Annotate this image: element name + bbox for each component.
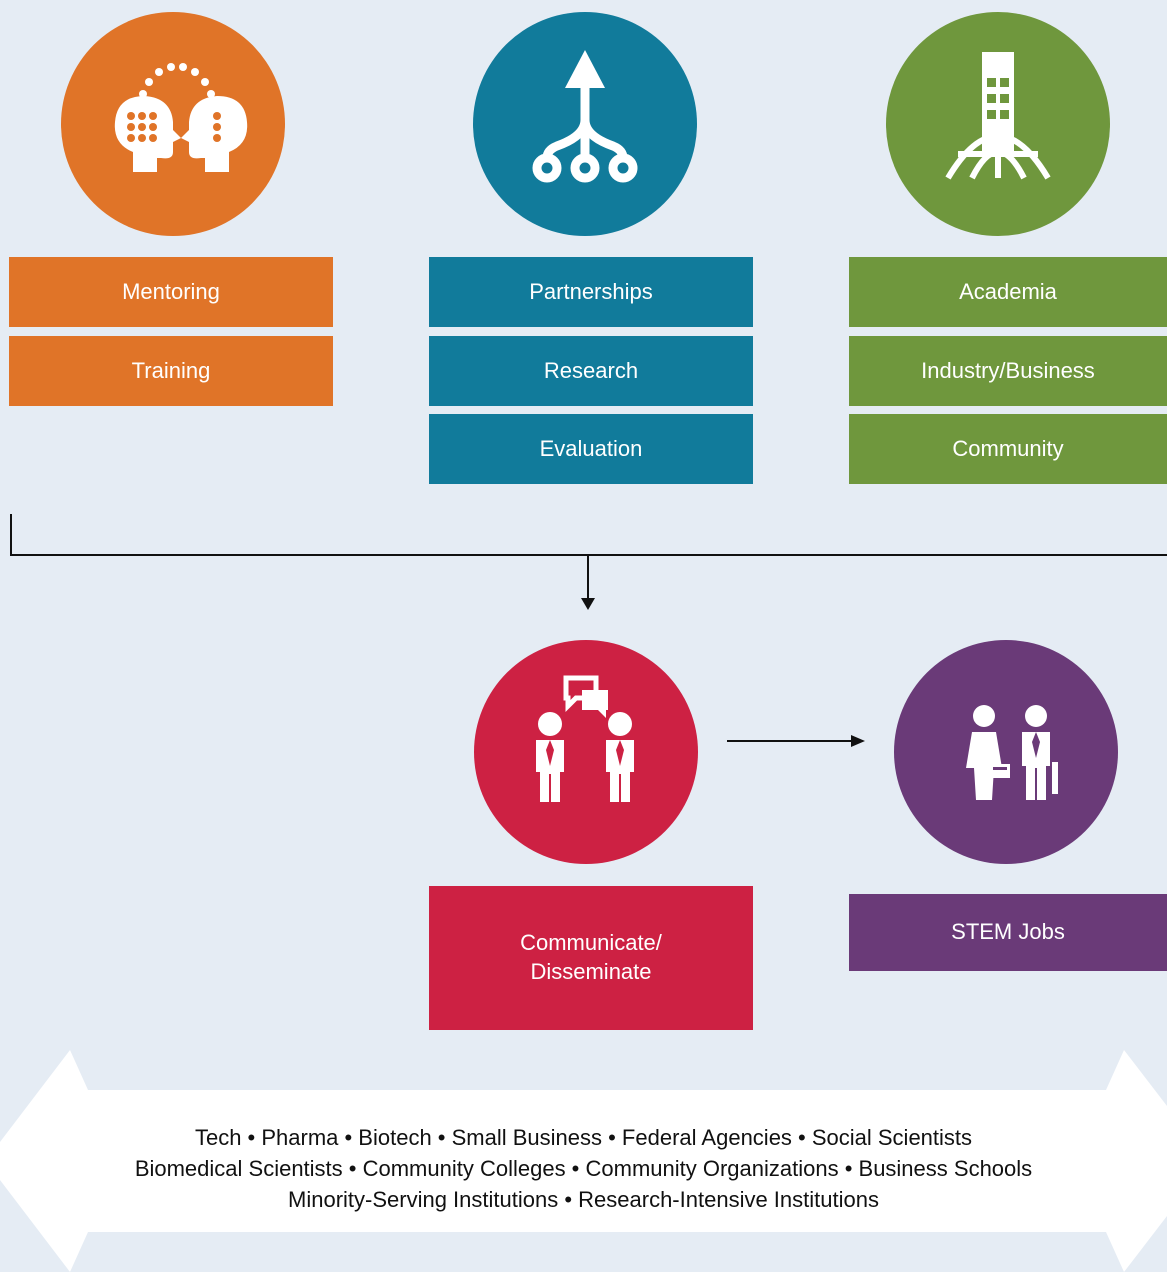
- partnerships-box: Partnerships: [429, 257, 753, 327]
- academia-box: Academia: [849, 257, 1167, 327]
- stakeholders-line: Tech • Pharma • Biotech • Small Business…: [194, 1125, 973, 1150]
- communicate-circle: [474, 640, 698, 864]
- sectors-circle: [886, 12, 1110, 236]
- industry-business-box: Industry/Business: [849, 336, 1167, 406]
- stakeholders-double-arrow: [0, 1050, 1167, 1272]
- building-globe-icon: [945, 52, 1051, 180]
- right-arrow-icon: [851, 735, 865, 747]
- two-heads-icon: [114, 63, 248, 172]
- stakeholders-line: Minority-Serving Institutions • Research…: [288, 1187, 879, 1212]
- stakeholders-text: Tech • Pharma • Biotech • Small Business…: [0, 1122, 1167, 1215]
- down-arrow-icon: [581, 598, 595, 610]
- people-speech-bubble-icon: [536, 675, 634, 802]
- stem-jobs-box: STEM Jobs: [849, 894, 1167, 971]
- stakeholders-line: Biomedical Scientists • Community Colleg…: [134, 1156, 1033, 1181]
- research-box: Research: [429, 336, 753, 406]
- communicate-box: Communicate/ Disseminate: [429, 886, 753, 1030]
- evaluation-box: Evaluation: [429, 414, 753, 484]
- connector-bracket: [10, 514, 1167, 610]
- jobs-circle: [894, 640, 1118, 864]
- partnerships-circle: [473, 12, 697, 236]
- mentoring-circle: [61, 12, 285, 236]
- right-arrow: [727, 735, 865, 747]
- branching-arrow-icon: [532, 50, 638, 183]
- community-box: Community: [849, 414, 1167, 484]
- business-people-icon: [966, 705, 1058, 800]
- training-box: Training: [9, 336, 333, 406]
- communicate-line1: Communicate/: [520, 930, 662, 956]
- mentoring-box: Mentoring: [9, 257, 333, 327]
- communicate-line2: Disseminate: [530, 959, 652, 984]
